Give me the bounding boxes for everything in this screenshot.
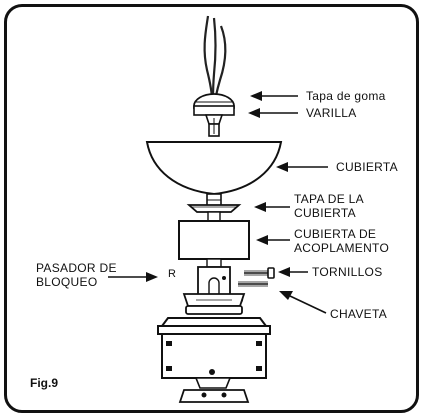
pin-mark: R: [168, 268, 177, 280]
collar: [207, 211, 221, 222]
canopy-cover-part: [145, 141, 283, 196]
rod-label: VARILLA: [306, 106, 357, 120]
rubber-cap-part: [193, 93, 235, 116]
pointer-arrows: [108, 91, 328, 314]
coupling-cover-label-line1: CUBIERTA DE: [294, 227, 377, 241]
coupling-cover-part: [178, 220, 250, 260]
cover-cap-label-line1: TAPA DE LA: [294, 192, 364, 206]
rod-part: [204, 114, 224, 137]
screws: [238, 267, 275, 287]
wires: [203, 15, 227, 101]
lock-pin-label-line1: PASADOR DE: [36, 261, 117, 275]
cover-label: CUBIERTA: [336, 160, 398, 174]
cover-cap-label-line2: CUBIERTA: [294, 206, 356, 220]
motor-housing: [157, 317, 271, 403]
cotter-pin-label: CHAVETA: [330, 307, 387, 321]
coupling-housing: [182, 266, 246, 315]
figure-caption: Fig.9: [30, 376, 59, 390]
canopy-cap-part: [186, 204, 242, 213]
lock-pin-label-line2: BLOQUEO: [36, 275, 98, 289]
coupling-cover-label-line2: ACOPLAMENTO: [294, 241, 390, 255]
screws-label: TORNILLOS: [312, 265, 383, 279]
rubber-cap-label: Tapa de goma: [306, 89, 386, 103]
